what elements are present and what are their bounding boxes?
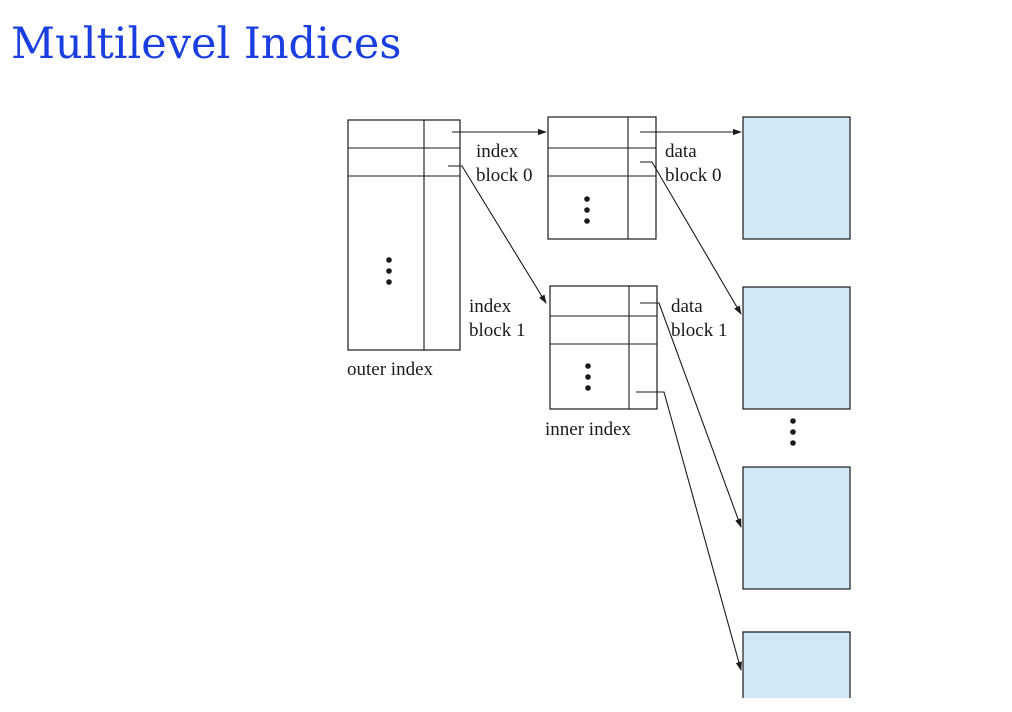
outer-index-ellipsis [386, 257, 392, 285]
data-block-1-label-line2: block 1 [671, 320, 727, 341]
data-block-3 [742, 631, 851, 698]
data-block-2 [742, 466, 851, 590]
data-block-0-label-line1: data [665, 141, 697, 162]
arrow-index-1-to-data-block-3 [636, 391, 742, 671]
data-block-1 [742, 286, 851, 410]
index-block-1-label-line2: block 1 [469, 320, 525, 341]
data-block-0 [742, 116, 851, 240]
arrow-index-0-to-data-block-1 [640, 161, 742, 315]
index-block-0-ellipsis [584, 196, 590, 224]
outer-index-block [347, 119, 461, 351]
page-title: Multilevel Indices [11, 19, 402, 69]
inner-index-label: inner index [545, 419, 632, 440]
index-block-0-label-line2: block 0 [476, 165, 532, 186]
data-block-0-label-line2: block 0 [665, 165, 721, 186]
data-blocks-ellipsis [790, 418, 796, 446]
index-block-0-label-line1: index [476, 141, 519, 162]
index-block-1-ellipsis [585, 363, 591, 391]
arrow-index-1-to-data-block-2 [640, 302, 742, 528]
data-block-1-label-line1: data [671, 296, 703, 317]
index-block-0 [547, 116, 657, 240]
index-block-1-label-line1: index [469, 296, 512, 317]
index-block-1 [549, 285, 658, 410]
outer-index-label: outer index [347, 359, 434, 380]
arrow-outer-to-index-block-1 [448, 165, 547, 304]
